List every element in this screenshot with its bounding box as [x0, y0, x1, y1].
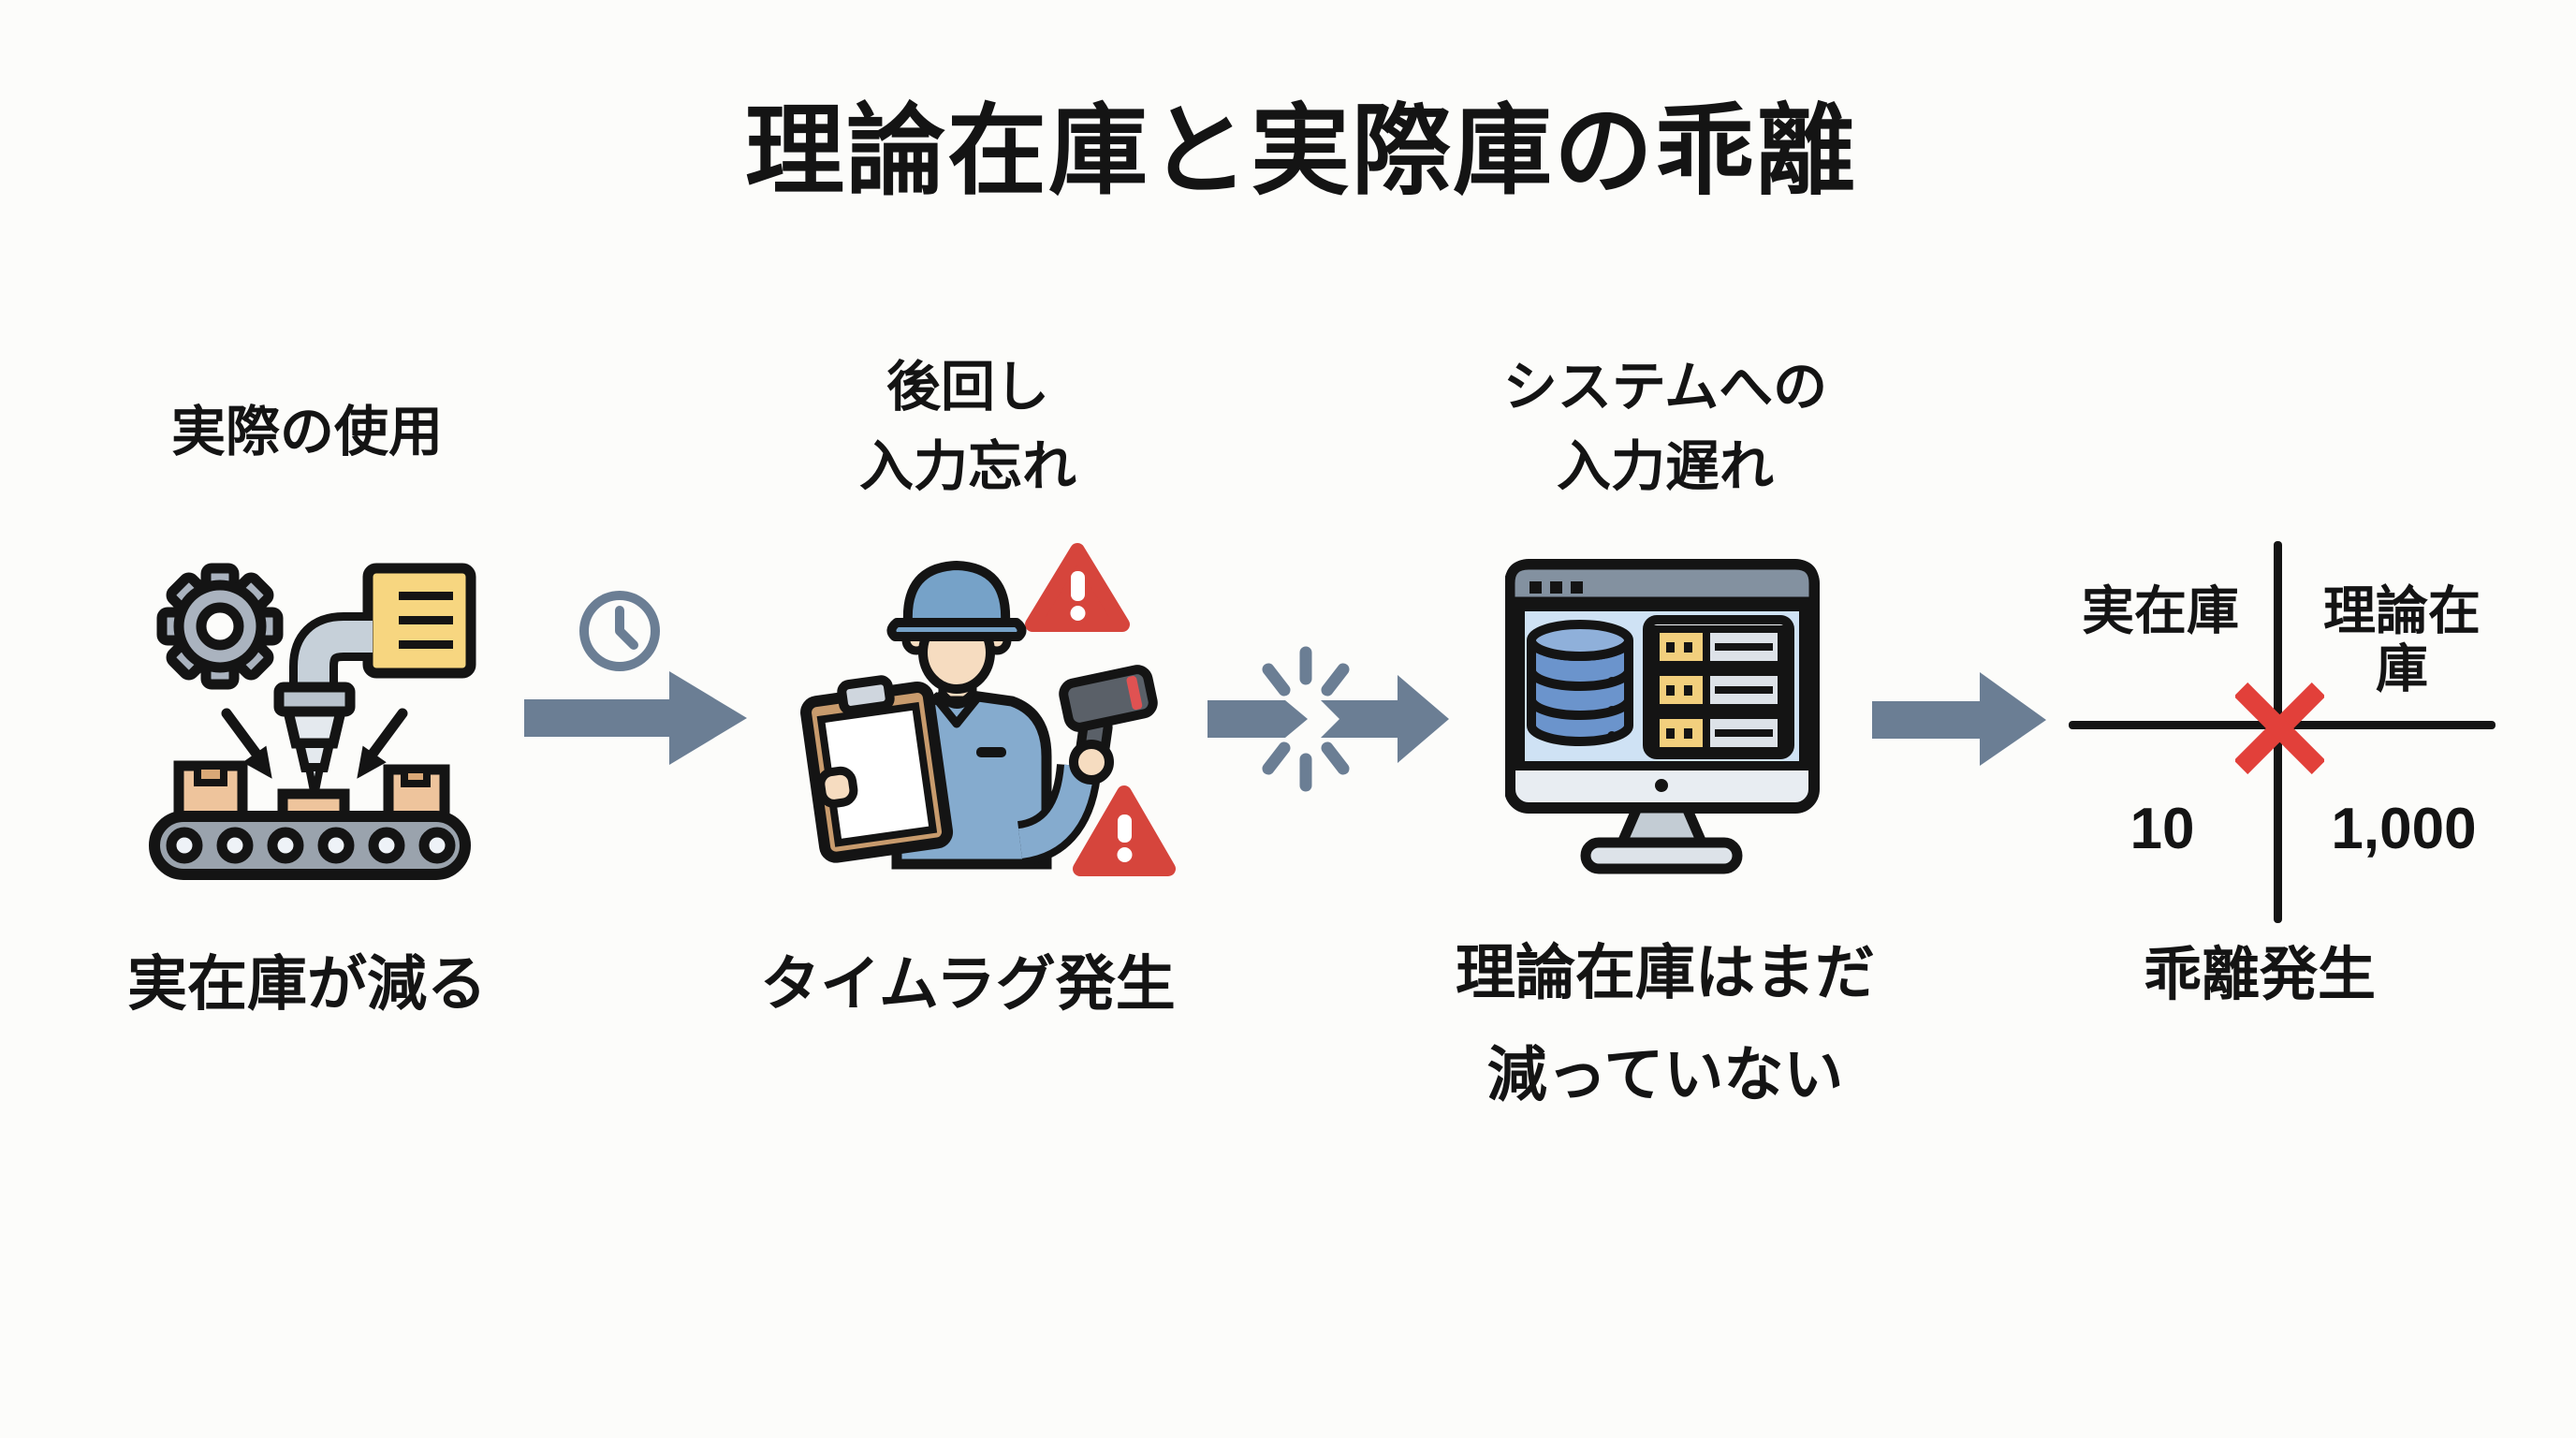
barcode-scanner-icon	[1059, 665, 1158, 785]
clock-icon	[579, 591, 660, 671]
window-dots	[1530, 581, 1583, 594]
chest-pocket	[976, 747, 1006, 757]
gear-icon	[156, 563, 284, 690]
step3-result-label: 理論在庫はまだ 減っていない	[1456, 939, 1875, 1108]
conveyor-belt-icon	[149, 811, 471, 880]
worker-scanner-icon	[800, 543, 1176, 876]
step2-result-label: タイムラグ発生	[760, 950, 1176, 1018]
theoretical-stock-value: 1,000	[2331, 797, 2477, 861]
inventory-system-monitor-icon	[1505, 559, 1820, 874]
hand	[1069, 740, 1114, 785]
warning-triangle-icon	[1073, 785, 1176, 876]
step1-cause-label: 実際の使用	[170, 402, 444, 462]
production-line-icon	[149, 563, 476, 880]
broken-arrow-spark-icon	[1208, 646, 1449, 792]
drop-arrows-icon	[221, 708, 408, 779]
divergence-caption: 乖離発生	[2143, 943, 2377, 1007]
record-list-icon	[1643, 615, 1794, 759]
theoretical-stock-header: 理論在庫	[2323, 581, 2481, 698]
actual-stock-value: 10	[2130, 797, 2195, 861]
clipboard-icon	[800, 675, 954, 863]
actual-stock-header: 実在庫	[2082, 581, 2239, 640]
dispenser-nozzle-icon	[273, 612, 373, 797]
cap-icon	[886, 560, 1027, 641]
work-order-document-icon	[362, 563, 476, 679]
step1-result-label: 実在庫が減る	[127, 950, 487, 1018]
step2-cause-label: 後回し 入力忘れ	[858, 357, 1077, 497]
database-icon	[1527, 620, 1633, 746]
step3-cause-label: システムへの 入力遅れ	[1502, 357, 1828, 497]
hand	[816, 766, 858, 808]
red-x-icon	[2235, 682, 2324, 774]
flow-arrow-right-icon	[524, 671, 747, 765]
spark-icon	[1262, 646, 1350, 792]
warning-triangle-icon	[1025, 543, 1130, 632]
flow-arrow-right-icon	[1872, 672, 2046, 766]
page-title: 理論在庫と実際庫の乖離	[745, 96, 1857, 207]
